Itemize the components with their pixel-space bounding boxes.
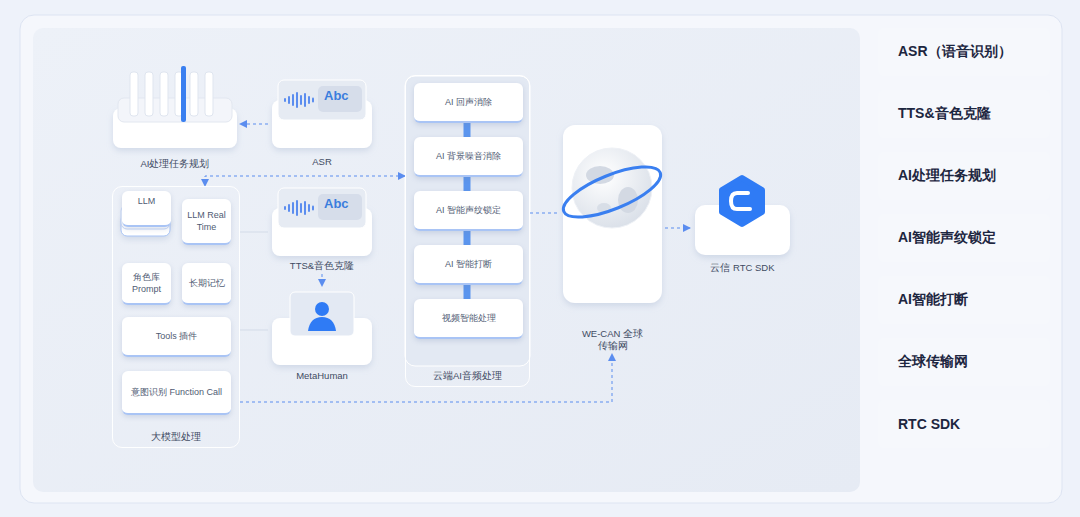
node-label: 云端AI音频处理 <box>433 370 502 382</box>
node-label: 长期记忆 <box>189 277 225 289</box>
process-box: LLM Real Time <box>182 199 231 245</box>
labelled-card: 云信 RTC SDK <box>690 180 795 276</box>
node-label: MetaHuman <box>296 370 348 382</box>
process-box: 视频智能处理 <box>414 299 523 339</box>
node-label: RTC SDK <box>898 416 960 432</box>
node-label: AI 智能打断 <box>445 258 492 270</box>
node-label: Abc <box>324 198 349 210</box>
node-label: WE-CAN 全球传输网 <box>578 328 648 352</box>
node-label: Abc <box>324 90 349 102</box>
process-box: LLM <box>122 191 171 227</box>
node-label: 云信 RTC SDK <box>710 262 774 274</box>
flow-arrow <box>322 274 323 286</box>
node-label: ASR <box>312 156 332 168</box>
feature-item: ASR（语音识别） <box>878 28 1050 76</box>
process-box: AI 背景噪音消除 <box>414 137 523 177</box>
node-label: AI处理任务规划 <box>141 158 210 170</box>
feature-item: AI智能打断 <box>878 276 1050 324</box>
process-box: 长期记忆 <box>182 263 231 305</box>
node-label: Tools 插件 <box>156 330 198 342</box>
flow-arrow <box>240 354 612 402</box>
node-label: 意图识别 Function Call <box>131 386 222 398</box>
feature-item: TTS&音色克隆 <box>878 90 1050 138</box>
labelled-card: WE-CAN 全球传输网 <box>560 122 665 354</box>
node-label: AI 背景噪音消除 <box>436 150 501 162</box>
process-box: 意图识别 Function Call <box>122 371 231 415</box>
process-box: AI 回声消除 <box>414 83 523 123</box>
node-label: 视频智能处理 <box>442 312 496 324</box>
node-label: AI处理任务规划 <box>898 167 996 185</box>
process-box: 角色库 Prompt <box>122 263 171 305</box>
process-box: Tools 插件 <box>122 317 231 357</box>
labelled-card: AbcTTS&音色克隆 <box>268 182 376 274</box>
feature-item: AI智能声纹锁定 <box>878 214 1050 262</box>
node-label: AI智能声纹锁定 <box>898 229 996 247</box>
group-box: 大模型处理 LLM LLM Real Time 角色库 Prompt 长期记忆 Tools… <box>112 186 240 448</box>
node-label: 大模型处理 <box>151 431 201 443</box>
node-label: 角色库 Prompt <box>126 271 167 295</box>
feature-item: RTC SDK <box>878 400 1050 448</box>
flow-arrow <box>240 232 268 233</box>
node-label: 全球传输网 <box>898 353 968 371</box>
flow-arrow <box>530 213 560 214</box>
labelled-card: AI处理任务规划 <box>110 62 240 172</box>
flow-arrow <box>240 330 268 331</box>
flow-arrow <box>665 228 690 229</box>
node-label: LLM <box>138 195 156 207</box>
node-label: AI 回声消除 <box>445 96 492 108</box>
node-label: LLM Real Time <box>186 209 227 233</box>
feature-item: 全球传输网 <box>878 338 1050 386</box>
feature-item: AI处理任务规划 <box>878 152 1050 200</box>
node-label: TTS&音色克隆 <box>290 260 354 272</box>
node-label: TTS&音色克隆 <box>898 105 991 123</box>
flow-arrow <box>205 176 405 186</box>
node-label: AI智能打断 <box>898 291 968 309</box>
process-box: AI 智能打断 <box>414 245 523 285</box>
link-bar <box>464 177 471 191</box>
link-bar <box>464 231 471 245</box>
group-box: 云端AI音频处理 AI 回声消除 AI 背景噪音消除 AI 智能声纹锁定 AI 智能打断… <box>405 75 530 387</box>
link-bar <box>464 285 471 299</box>
flow-arrow <box>240 124 268 125</box>
link-bar <box>464 123 471 137</box>
process-box: AI 智能声纹锁定 <box>414 191 523 231</box>
node-label: ASR（语音识别） <box>898 43 1012 61</box>
labelled-card: MetaHuman <box>268 286 376 384</box>
labelled-card: AbcASR <box>268 72 376 170</box>
node-label: AI 智能声纹锁定 <box>436 204 501 216</box>
